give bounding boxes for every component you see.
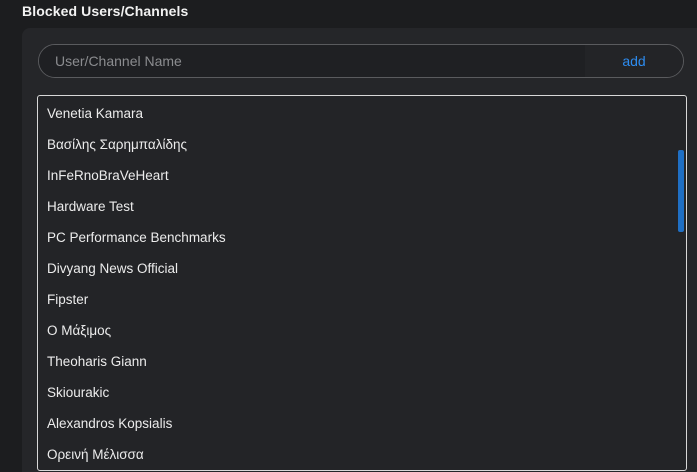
scroll-thumb[interactable]	[678, 150, 684, 232]
list-scrollbar[interactable]	[678, 98, 684, 468]
list-item[interactable]: Divyang News Official	[47, 261, 179, 276]
list-item[interactable]: Skiourakic	[47, 385, 110, 400]
section-title: Blocked Users/Channels	[22, 3, 189, 19]
blocked-list[interactable]: Venetia Kamara Βασίλης Σαρημπαλίδης InFe…	[37, 95, 687, 471]
list-item[interactable]: Alexandros Kopsialis	[47, 416, 173, 431]
list-item[interactable]: PC Performance Benchmarks	[47, 230, 226, 245]
list-item[interactable]: Ορεινή Μέλισσα	[47, 447, 144, 462]
add-button[interactable]: add	[585, 45, 683, 77]
list-item[interactable]: InFeRnoBraVeHeart	[47, 168, 169, 183]
list-item[interactable]: Hardware Test	[47, 199, 134, 214]
add-block-row: add	[38, 44, 684, 78]
list-item[interactable]: Venetia Kamara	[47, 106, 144, 121]
blocked-panel: add Venetia Kamara Βασίλης Σαρημπαλίδης …	[22, 28, 697, 472]
user-channel-name-input[interactable]	[39, 45, 587, 77]
list-item[interactable]: Ο Μάξιμος	[47, 323, 112, 338]
list-item[interactable]: Theoharis Giann	[47, 354, 147, 369]
list-item[interactable]: Βασίλης Σαρημπαλίδης	[47, 137, 187, 152]
blocked-list-items: Venetia Kamara Βασίλης Σαρημπαλίδης InFe…	[38, 98, 686, 470]
list-item[interactable]: Fipster	[47, 292, 89, 307]
